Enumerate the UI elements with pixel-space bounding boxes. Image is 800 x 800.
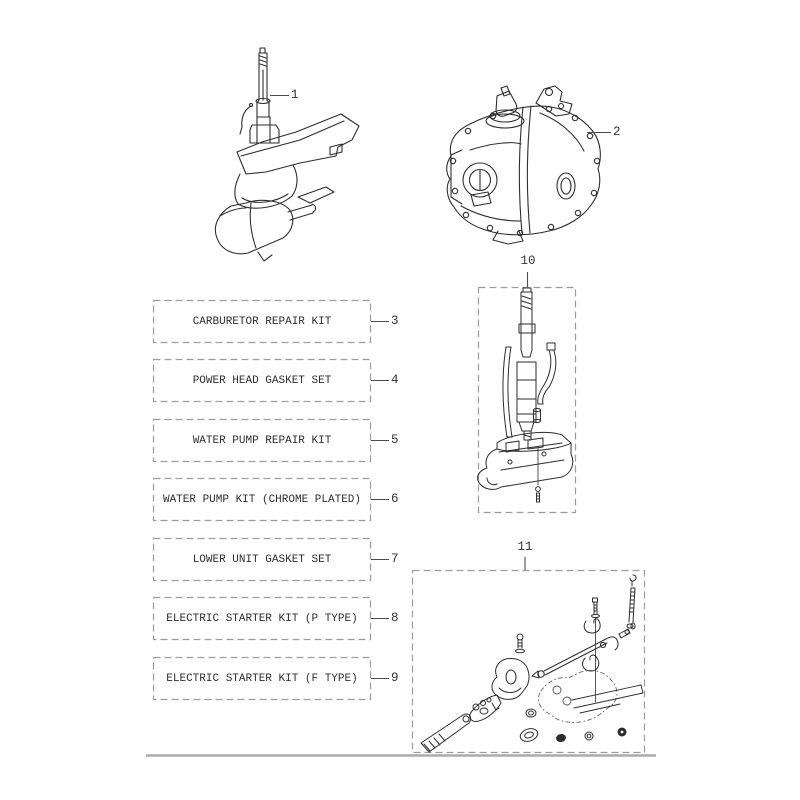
shift-kit-frame	[411, 569, 646, 754]
part-number-6[interactable]: 6	[391, 492, 399, 506]
part-number-9[interactable]: 9	[391, 671, 399, 685]
kit-label: ELECTRIC STARTER KIT (F TYPE)	[166, 672, 358, 685]
lower-unit-drawing[interactable]	[214, 47, 360, 262]
kit-box-power-head-gasket-set[interactable]: POWER HEAD GASKET SET	[153, 359, 371, 402]
kit-label: CARBURETOR REPAIR KIT	[192, 315, 332, 328]
part-number-2[interactable]: 2	[613, 125, 621, 139]
kit-box-water-pump-repair-kit[interactable]: WATER PUMP REPAIR KIT	[153, 419, 371, 462]
part-number-3[interactable]: 3	[391, 314, 399, 328]
part-number-7[interactable]: 7	[391, 552, 399, 566]
kit-leader-lines	[371, 320, 389, 680]
part-number-1[interactable]: 1	[291, 88, 299, 102]
part-number-10[interactable]: 10	[520, 254, 536, 268]
kit-label: ELECTRIC STARTER KIT (P TYPE)	[166, 612, 358, 625]
kit-label: WATER PUMP REPAIR KIT	[192, 434, 332, 447]
shift-kit-drawing[interactable]	[420, 574, 644, 753]
power-head-drawing[interactable]	[446, 85, 601, 245]
kit-label: WATER PUMP KIT (CHROME PLATED)	[162, 493, 362, 506]
kit-box-lower-unit-gasket-set[interactable]: LOWER UNIT GASKET SET	[153, 538, 371, 581]
driveshaft-kit-drawing[interactable]	[477, 287, 574, 503]
kit-box-water-pump-kit-chrome-plated[interactable]: WATER PUMP KIT (CHROME PLATED)	[153, 478, 371, 521]
kit-label: LOWER UNIT GASKET SET	[192, 553, 332, 566]
kit-box-electric-starter-kit-p-type[interactable]: ELECTRIC STARTER KIT (P TYPE)	[153, 597, 371, 640]
part-number-11[interactable]: 11	[517, 540, 533, 554]
part-number-8[interactable]: 8	[391, 611, 399, 625]
part-number-4[interactable]: 4	[391, 373, 399, 387]
kit-label: POWER HEAD GASKET SET	[192, 374, 332, 387]
part-number-5[interactable]: 5	[391, 433, 399, 447]
kit-box-carburetor-repair-kit[interactable]: CARBURETOR REPAIR KIT	[153, 300, 371, 343]
kit-box-frames	[152, 299, 372, 701]
kit-box-electric-starter-kit-f-type[interactable]: ELECTRIC STARTER KIT (F TYPE)	[153, 657, 371, 700]
